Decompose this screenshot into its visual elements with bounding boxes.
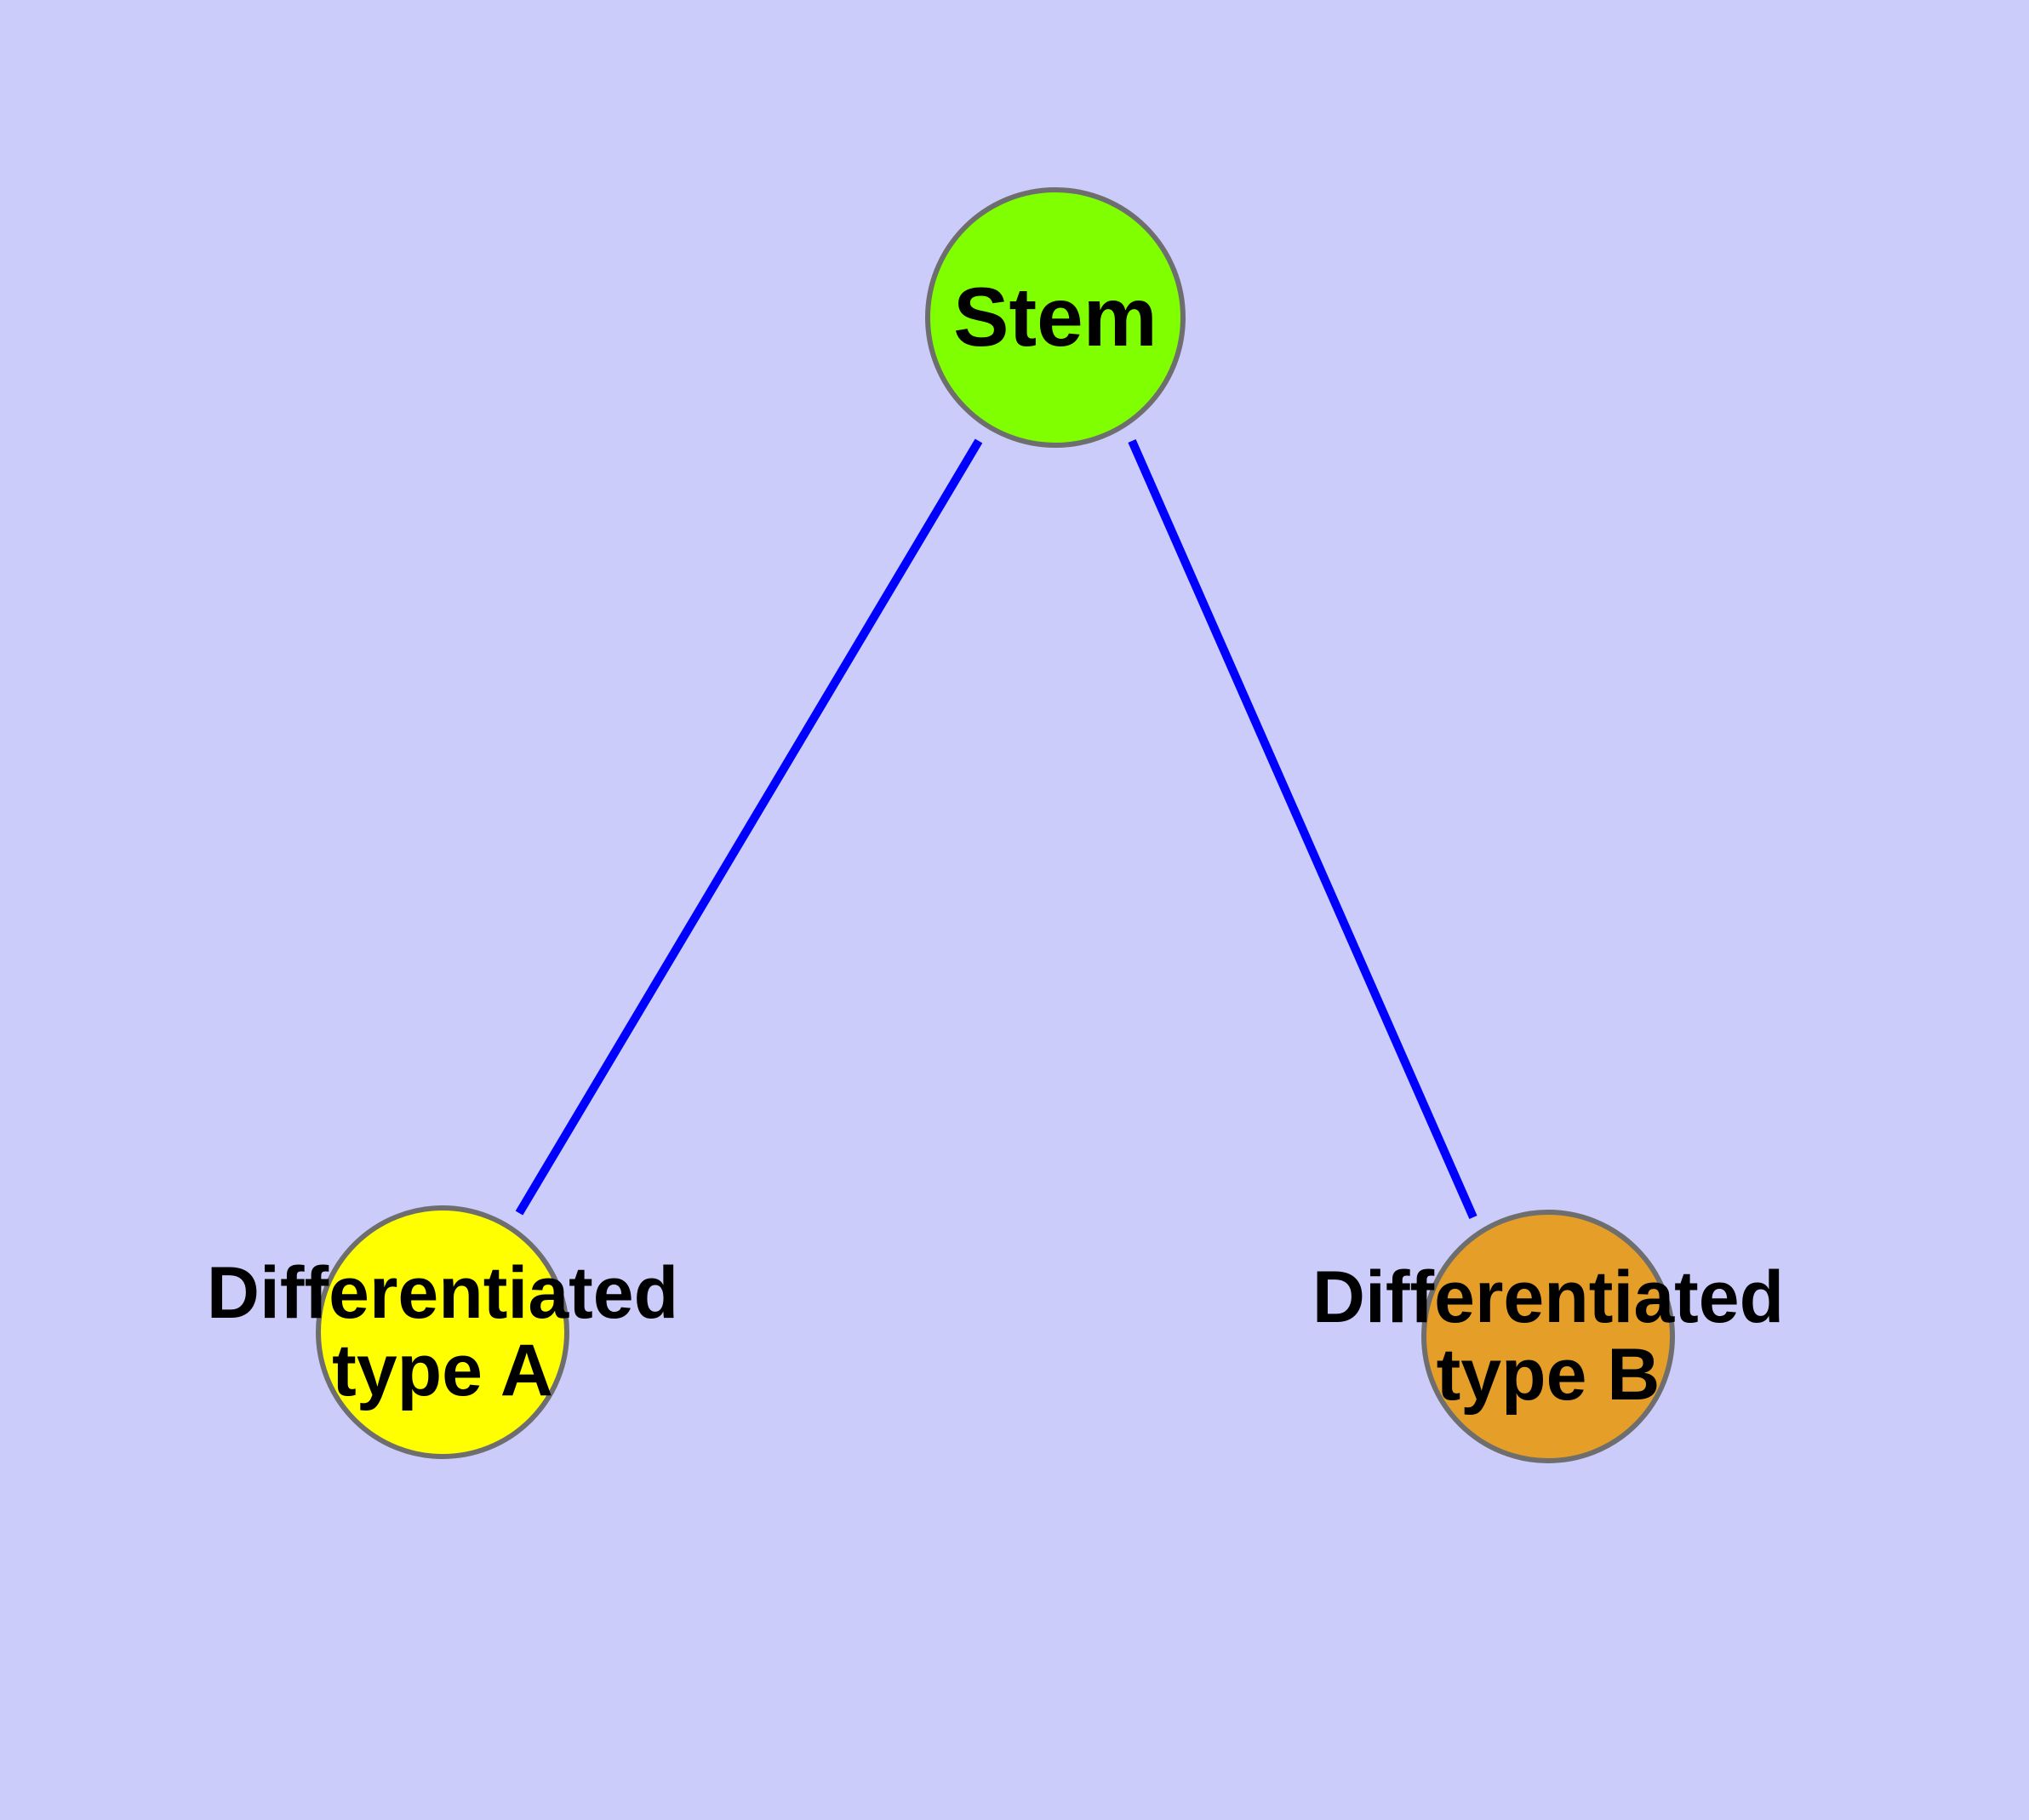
edge-stem-to-diff-a bbox=[515, 438, 983, 1216]
node-stem-label: Stem bbox=[953, 270, 1157, 364]
edge-stem-to-diff-b bbox=[1128, 438, 1477, 1220]
node-stem[interactable]: Stem bbox=[925, 187, 1186, 448]
